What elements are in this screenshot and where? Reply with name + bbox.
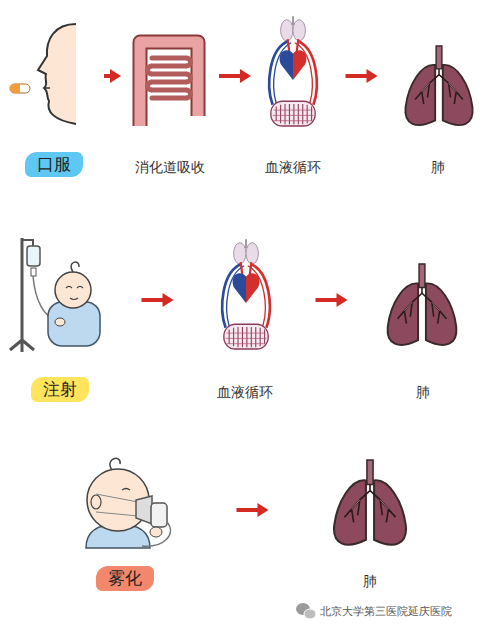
iv-figure: [10, 238, 100, 352]
illustration-part: [122, 489, 130, 491]
illustration-part: [140, 42, 198, 126]
route-stage: 血液循环: [205, 232, 285, 402]
arrow-shaft: [219, 74, 241, 78]
arrow-head: [337, 293, 348, 307]
arrow-shaft: [316, 298, 338, 302]
stage-caption: 肺: [363, 571, 377, 591]
arrow-shaft: [346, 74, 368, 78]
route-stage: 肺: [378, 232, 468, 402]
route-stage: 口服: [8, 5, 100, 177]
arrow-head: [163, 293, 174, 307]
illustration-part: [10, 84, 20, 93]
flow-arrow: [219, 69, 251, 83]
arrow-head: [110, 69, 121, 83]
illustration-part: [140, 42, 198, 126]
illustration-part: [55, 272, 91, 308]
lung-figure: [388, 264, 457, 345]
illustration-part: [91, 495, 101, 509]
stage-caption: 肺: [416, 382, 430, 402]
arrow-head: [367, 69, 378, 83]
illustration-part: [55, 318, 65, 326]
illustration-part: [304, 609, 316, 619]
illustration-part: [22, 240, 33, 246]
lung-figure: [405, 46, 472, 125]
flow-arrow: [142, 293, 174, 307]
flow-arrow: [104, 69, 121, 83]
illustration-part: [136, 496, 152, 524]
route-stage: 血液循环: [255, 5, 331, 177]
illustration-part: [31, 268, 36, 276]
illustration-part: [38, 24, 76, 124]
stage-caption: 肺: [431, 157, 445, 177]
arrow-head: [240, 69, 251, 83]
illustration-part: [44, 87, 50, 89]
watermark-text: 北京大学第三医院延庆医院: [320, 604, 452, 619]
wechat-icon: [296, 603, 316, 619]
illustration-part: [110, 458, 120, 470]
route-stage: 肺: [392, 5, 484, 177]
circulation-figure: [222, 239, 269, 349]
stage-caption: 血液循环: [217, 382, 273, 402]
intestine-figure: [140, 42, 198, 126]
illustration-part: [71, 262, 79, 272]
route-stage: 雾化: [70, 455, 180, 591]
pill: [10, 84, 30, 93]
route-name: 雾化: [96, 566, 154, 591]
illustration-part: [148, 58, 191, 98]
illustration-part: [150, 527, 162, 537]
illustration-part: [96, 494, 138, 516]
route-stage: 注射: [10, 232, 110, 402]
stage-caption: 消化道吸收: [135, 157, 205, 177]
illustration-part: [142, 522, 170, 546]
flow-arrow: [316, 293, 348, 307]
route-name: 注射: [31, 377, 89, 402]
arrow-shaft: [237, 508, 259, 512]
arrow-shaft: [142, 298, 164, 302]
mouth-figure: [38, 24, 76, 124]
illustration-part: [10, 84, 30, 93]
route-name: 口服: [25, 152, 83, 177]
circulation-figure: [269, 16, 316, 126]
illustration-part: [66, 287, 83, 300]
stage-caption: 血液循环: [265, 157, 321, 177]
route-stage: 肺: [325, 455, 415, 591]
arrow-head: [258, 503, 269, 517]
nebulizer-figure: [86, 458, 170, 548]
flow-arrow: [237, 503, 269, 517]
route-stage: 消化道吸收: [125, 5, 215, 177]
illustration-part: [151, 503, 167, 527]
flow-arrow: [346, 69, 378, 83]
lung-figure: [334, 460, 406, 545]
arrow-shaft: [104, 74, 111, 78]
illustration-part: [27, 246, 40, 266]
illustration-part: [152, 58, 186, 98]
